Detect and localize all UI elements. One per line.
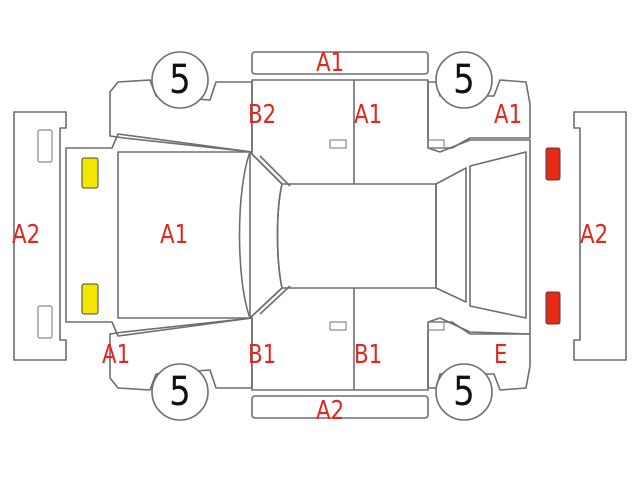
rear-quarter-top — [109, 79, 253, 153]
front-fender-bottom — [427, 321, 531, 391]
pillar-line-bottom — [259, 285, 291, 315]
trunk-lid — [117, 151, 251, 319]
lamp-icon — [545, 291, 561, 325]
wheel-front-top — [435, 51, 493, 109]
door-handle-front-bottom — [427, 321, 445, 331]
wheel-rear-top-number: 5 — [169, 57, 191, 103]
wheel-front-top-number: 5 — [453, 57, 475, 103]
wheel-rear-bottom-number: 5 — [169, 369, 191, 415]
label-front-fender-bottom: E — [494, 340, 508, 370]
label-top-rocker: A1 — [316, 48, 345, 78]
rear-bumper-panel — [13, 111, 67, 361]
windshield — [435, 167, 467, 303]
label-bottom-rocker: A2 — [316, 396, 345, 426]
rear-bumper-detail-bottom — [37, 305, 53, 339]
label-trunk: A1 — [160, 220, 189, 250]
wheel-rear-bottom — [151, 363, 209, 421]
label-front-fender-top: A1 — [494, 100, 523, 130]
front-bumper-panel — [573, 111, 627, 361]
roof-panel — [276, 183, 437, 289]
lamp-icon — [81, 283, 99, 315]
wheel-rear-top — [151, 51, 209, 109]
car-body — [65, 79, 531, 391]
pillar-rear-bottom — [249, 287, 283, 319]
top-rocker-panel — [251, 51, 429, 75]
wheel-front-bottom — [435, 363, 493, 421]
lamp-icon — [81, 157, 99, 189]
label-rear-bumper: A2 — [12, 220, 41, 250]
label-rear-door-top: B2 — [248, 100, 277, 130]
rear-bumper-detail-top — [37, 129, 53, 163]
pillar-line-top — [259, 155, 291, 187]
door-handle-front-top — [427, 139, 445, 149]
door-handle-rear-top — [329, 139, 347, 149]
label-front-door-top: A1 — [354, 100, 383, 130]
hood-panel — [469, 151, 527, 319]
lamp-icon — [545, 147, 561, 181]
wheel-front-bottom-number: 5 — [453, 369, 475, 415]
label-front-bumper: A2 — [580, 220, 609, 250]
label-rear-quarter-bottom: A1 — [102, 340, 131, 370]
door-handle-rear-bottom — [329, 321, 347, 331]
pillar-rear-top — [249, 151, 283, 185]
label-front-door-bottom: B1 — [354, 340, 383, 370]
bottom-rocker-panel — [251, 395, 429, 419]
label-rear-door-bottom: B1 — [248, 340, 277, 370]
rear-quarter-bottom — [109, 317, 253, 391]
